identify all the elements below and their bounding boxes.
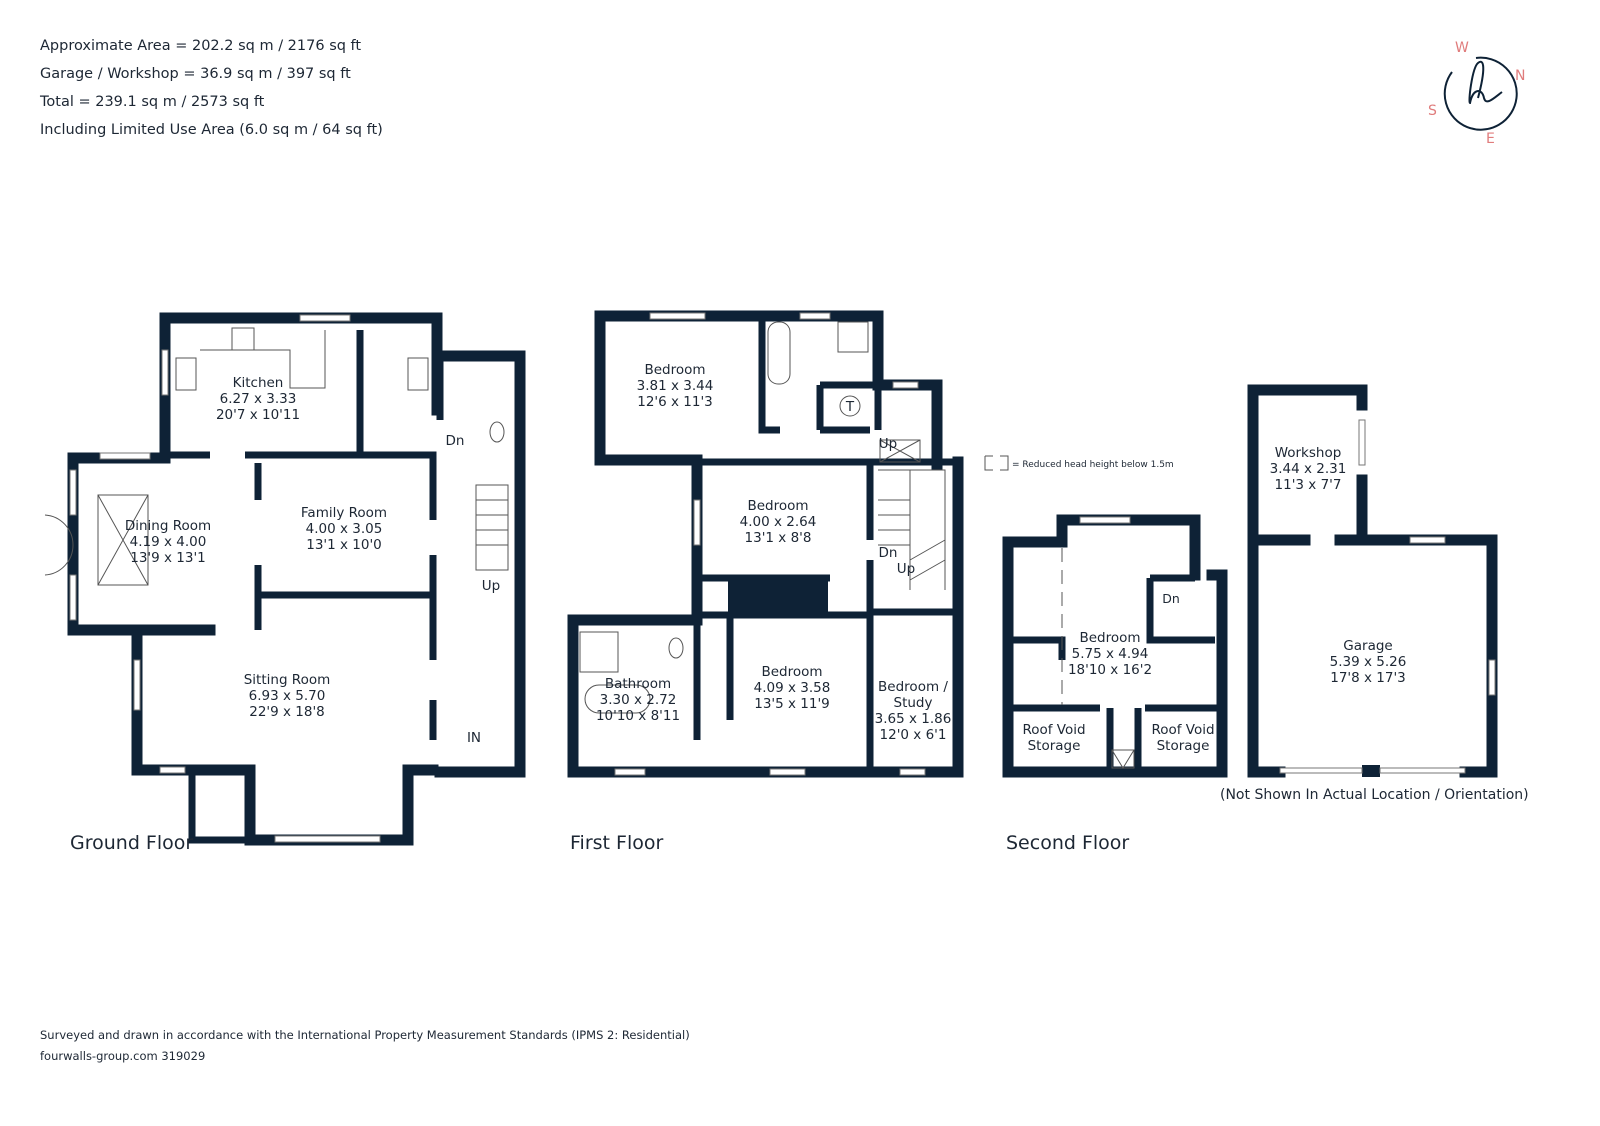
room-bedroom-study: Bedroom / Study 3.65 x 1.86 12'0 x 6'1 [875,679,952,743]
second-dn-label: Dn [1162,591,1180,606]
room-name-2: Study [894,695,933,711]
room-name-2: Storage [1157,738,1210,754]
room-metric: 4.19 x 4.00 [130,534,207,550]
room-name: Bedroom [747,498,808,514]
compass-e: E [1486,131,1495,147]
room-metric: 3.44 x 2.31 [1270,461,1347,477]
room-name: Garage [1343,638,1392,654]
total-area: Total = 239.1 sq m / 2573 sq ft [40,94,265,110]
compass-w: W [1455,40,1469,56]
room-workshop: Workshop 3.44 x 2.31 11'3 x 7'7 [1270,445,1347,493]
room-imperial: 12'6 x 11'3 [637,394,713,410]
room-imperial: 13'1 x 10'0 [306,537,382,553]
room-imperial: 13'5 x 11'9 [754,696,830,712]
room-metric: 4.00 x 3.05 [306,521,383,537]
room-family: Family Room 4.00 x 3.05 13'1 x 10'0 [301,505,387,553]
room-name: Sitting Room [244,672,331,688]
room-name: Bedroom [1079,630,1140,646]
room-bedroom-4: Bedroom 5.75 x 4.94 18'10 x 16'2 [1068,630,1152,678]
room-metric: 6.93 x 5.70 [249,688,326,704]
room-imperial: 10'10 x 8'11 [596,708,680,724]
survey-note: Surveyed and drawn in accordance with th… [40,1028,690,1042]
room-name: Roof Void [1151,722,1214,738]
room-metric: 3.81 x 3.44 [637,378,714,394]
room-imperial: 22'9 x 18'8 [249,704,325,720]
compass-n: N [1515,68,1525,84]
tank-label: T [845,399,855,415]
room-bathroom: Bathroom 3.30 x 2.72 10'10 x 8'11 [596,676,680,724]
room-name: Dining Room [125,518,211,534]
room-metric: 3.65 x 1.86 [875,711,952,727]
room-name: Bedroom [644,362,705,378]
room-bedroom-1: Bedroom 3.81 x 3.44 12'6 x 11'3 [637,362,714,410]
first-up-label-2: Up [897,561,915,577]
first-dn-label: Dn [879,545,898,561]
room-garage: Garage 5.39 x 5.26 17'8 x 17'3 [1330,638,1407,686]
room-metric: 3.30 x 2.72 [600,692,677,708]
room-imperial: 11'3 x 7'7 [1275,477,1342,493]
first-floor-plan: T [567,310,964,778]
room-name: Kitchen [233,375,284,391]
ground-floor-plan [44,312,526,846]
room-name: Bedroom / [878,679,948,695]
room-name: Workshop [1275,445,1342,461]
room-name: Bathroom [605,676,671,692]
garage-note: (Not Shown In Actual Location / Orientat… [1220,787,1529,803]
room-roof-void-2: Roof Void Storage [1151,722,1214,754]
first-up-label: Up [879,436,897,452]
room-imperial: 18'10 x 16'2 [1068,662,1152,678]
room-name: Roof Void [1022,722,1085,738]
room-dining: Dining Room 4.19 x 4.00 13'9 x 13'1 [125,518,211,566]
approximate-area: Approximate Area = 202.2 sq m / 2176 sq … [40,38,362,54]
room-imperial: 17'8 x 17'3 [1330,670,1406,686]
room-roof-void-1: Roof Void Storage [1022,722,1085,754]
room-metric: 5.39 x 5.26 [1330,654,1407,670]
second-floor-title: Second Floor [1006,832,1130,854]
legend-text: = Reduced head height below 1.5m [1012,460,1174,470]
second-floor-plan [1002,514,1228,778]
garage-plan [1247,384,1498,778]
compass-s: S [1428,103,1437,119]
room-bedroom-3: Bedroom 4.09 x 3.58 13'5 x 11'9 [754,664,831,712]
room-bedroom-2: Bedroom 4.00 x 2.64 13'1 x 8'8 [740,498,817,546]
room-metric: 4.00 x 2.64 [740,514,817,530]
limited-use-area: Including Limited Use Area (6.0 sq m / 6… [40,122,383,138]
room-name: Bedroom [761,664,822,680]
compass-logo: W N S E [1428,40,1525,147]
company-reference: fourwalls-group.com 319029 [40,1049,206,1063]
room-name: Family Room [301,505,387,521]
ground-floor-title: Ground Floor [70,832,194,854]
room-metric: 5.75 x 4.94 [1072,646,1149,662]
reduced-height-legend: = Reduced head height below 1.5m [984,455,1174,471]
room-metric: 4.09 x 3.58 [754,680,831,696]
stairs-down-label: Dn [446,433,465,449]
garage-workshop-area: Garage / Workshop = 36.9 sq m / 397 sq f… [40,66,351,82]
room-kitchen: Kitchen 6.27 x 3.33 20'7 x 10'11 [216,375,300,423]
room-name-2: Storage [1028,738,1081,754]
first-floor-title: First Floor [570,832,664,854]
room-sitting: Sitting Room 6.93 x 5.70 22'9 x 18'8 [244,672,331,720]
entrance-label: IN [467,730,481,746]
room-imperial: 13'9 x 13'1 [130,550,206,566]
room-metric: 6.27 x 3.33 [220,391,297,407]
room-imperial: 20'7 x 10'11 [216,407,300,423]
room-imperial: 13'1 x 8'8 [745,530,812,546]
room-imperial: 12'0 x 6'1 [880,727,947,743]
stairs-up-label: Up [482,578,500,594]
